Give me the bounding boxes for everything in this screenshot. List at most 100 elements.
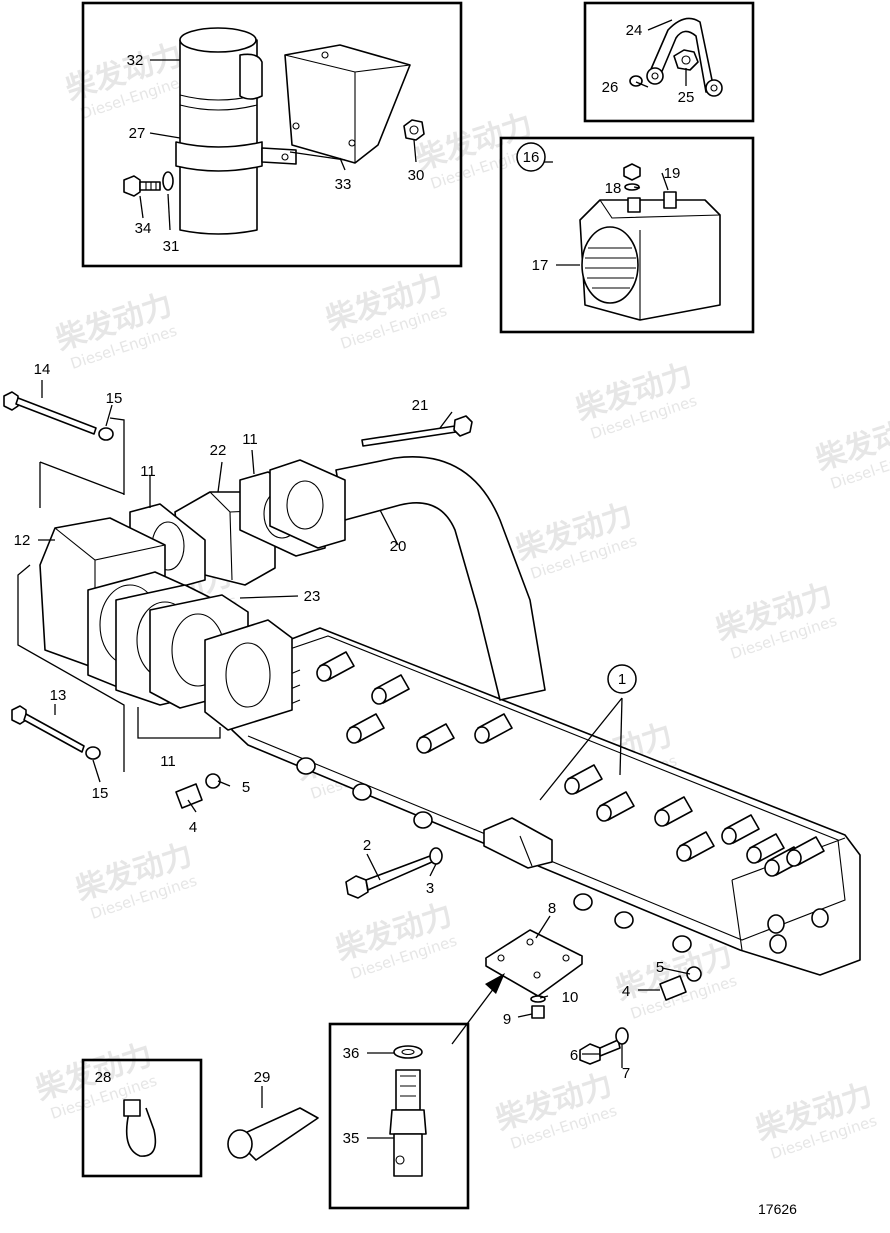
inset-heater-element (499, 136, 755, 334)
callout-15a: 15 (106, 390, 123, 407)
manifold-boss-end (721, 827, 737, 845)
leader-line (535, 915, 551, 939)
inset-ground-strap (583, 1, 755, 123)
callout-9: 9 (503, 1011, 511, 1028)
callout-22: 22 (210, 442, 227, 459)
callout-30: 30 (408, 167, 425, 184)
leader-line (187, 799, 197, 813)
leader-line (661, 172, 669, 191)
leader-line (289, 151, 346, 161)
callout-3: 3 (426, 880, 434, 897)
group-bracket-15 (109, 417, 125, 495)
cover-plate-8 (485, 929, 583, 1019)
bolt-13 (11, 705, 101, 760)
manifold-boss-end (371, 687, 387, 705)
flange-gaskets-and-housings (39, 459, 346, 731)
leader-line (105, 404, 113, 427)
mount-pad (352, 783, 372, 801)
manifold-boss-end (316, 664, 332, 682)
leader-line (413, 139, 417, 163)
callout-33: 33 (335, 176, 352, 193)
leader-lines (38, 19, 691, 1139)
callout-16: 16 (523, 149, 540, 166)
callout-5a: 5 (242, 779, 250, 796)
callout-11a: 11 (242, 431, 258, 448)
manifold-boss-end (416, 736, 432, 754)
callout-2: 2 (363, 837, 371, 854)
callout-17: 17 (532, 257, 549, 274)
leader-line (539, 697, 623, 801)
callout-35: 35 (343, 1130, 360, 1147)
mount-pad (296, 757, 316, 775)
group-bracket-11 (39, 461, 125, 508)
leader-line (239, 595, 299, 599)
bolt-21 (361, 415, 473, 447)
inset-heater-clamp (81, 1, 463, 268)
callout-31: 31 (163, 238, 180, 255)
bolt-14 (3, 391, 114, 441)
manifold-boss-end (474, 726, 490, 744)
plug-4-upper (175, 773, 221, 809)
leader-line (217, 461, 223, 493)
leader-line (661, 967, 691, 975)
inset-sensor (328, 1022, 470, 1210)
mount-pad (614, 911, 634, 929)
mount-bracket (483, 817, 553, 869)
inset-clip (81, 1058, 203, 1178)
leader-line (429, 863, 437, 877)
callout-6: 6 (570, 1047, 578, 1064)
leader-line (379, 509, 399, 546)
callout-4a: 4 (189, 819, 197, 836)
callout-25: 25 (678, 89, 695, 106)
callout-arrow (451, 973, 505, 1045)
manifold-boss-end (596, 804, 612, 822)
callout-1: 1 (618, 671, 626, 688)
callout-12: 12 (14, 532, 31, 549)
manifold-boss-end (764, 859, 780, 877)
callout-11b: 11 (140, 463, 156, 480)
manifold-boss-end (786, 849, 802, 867)
callout-10: 10 (562, 989, 579, 1006)
mount-pad (672, 935, 692, 953)
callout-18: 18 (605, 180, 622, 197)
callout-4b: 4 (622, 983, 630, 1000)
callout-circle (607, 664, 637, 694)
callout-14: 14 (34, 361, 51, 378)
callout-32: 32 (127, 52, 144, 69)
manifold-boss-end (346, 726, 362, 744)
callout-27: 27 (129, 125, 146, 142)
callout-8: 8 (548, 900, 556, 917)
bolt-2 (345, 847, 443, 899)
leader-line (251, 449, 255, 475)
callout-13: 13 (50, 687, 67, 704)
leader-line (517, 1013, 533, 1018)
sealant-tube (227, 1107, 319, 1161)
manifold-boss-end (654, 809, 670, 827)
callout-20: 20 (390, 538, 407, 555)
manifold-boss-end (676, 844, 692, 862)
drawing-number: 17626 (758, 1201, 797, 1217)
leader-line (619, 697, 623, 776)
callout-34: 34 (135, 220, 152, 237)
leader-line (139, 195, 144, 219)
leader-line (92, 759, 101, 783)
leader-line (635, 81, 649, 88)
callout-24: 24 (626, 22, 643, 39)
group-bracket-11b (137, 707, 221, 739)
callout-15b: 15 (92, 785, 109, 802)
leader-line (217, 780, 231, 787)
pipe-20 (335, 456, 546, 701)
callout-28: 28 (95, 1069, 112, 1086)
manifold-boss-end (564, 777, 580, 795)
callout-circle (516, 142, 546, 172)
callout-labels: 1234455678910111111121314151516171819202… (14, 22, 695, 1147)
callout-23: 23 (304, 588, 321, 605)
callout-21: 21 (412, 397, 429, 414)
manifold-boss-end (746, 846, 762, 864)
leader-line (539, 995, 549, 999)
group-bracket-12 (17, 564, 125, 772)
exhaust-manifold (231, 627, 861, 976)
leader-line (633, 186, 641, 189)
leader-line (647, 19, 673, 31)
